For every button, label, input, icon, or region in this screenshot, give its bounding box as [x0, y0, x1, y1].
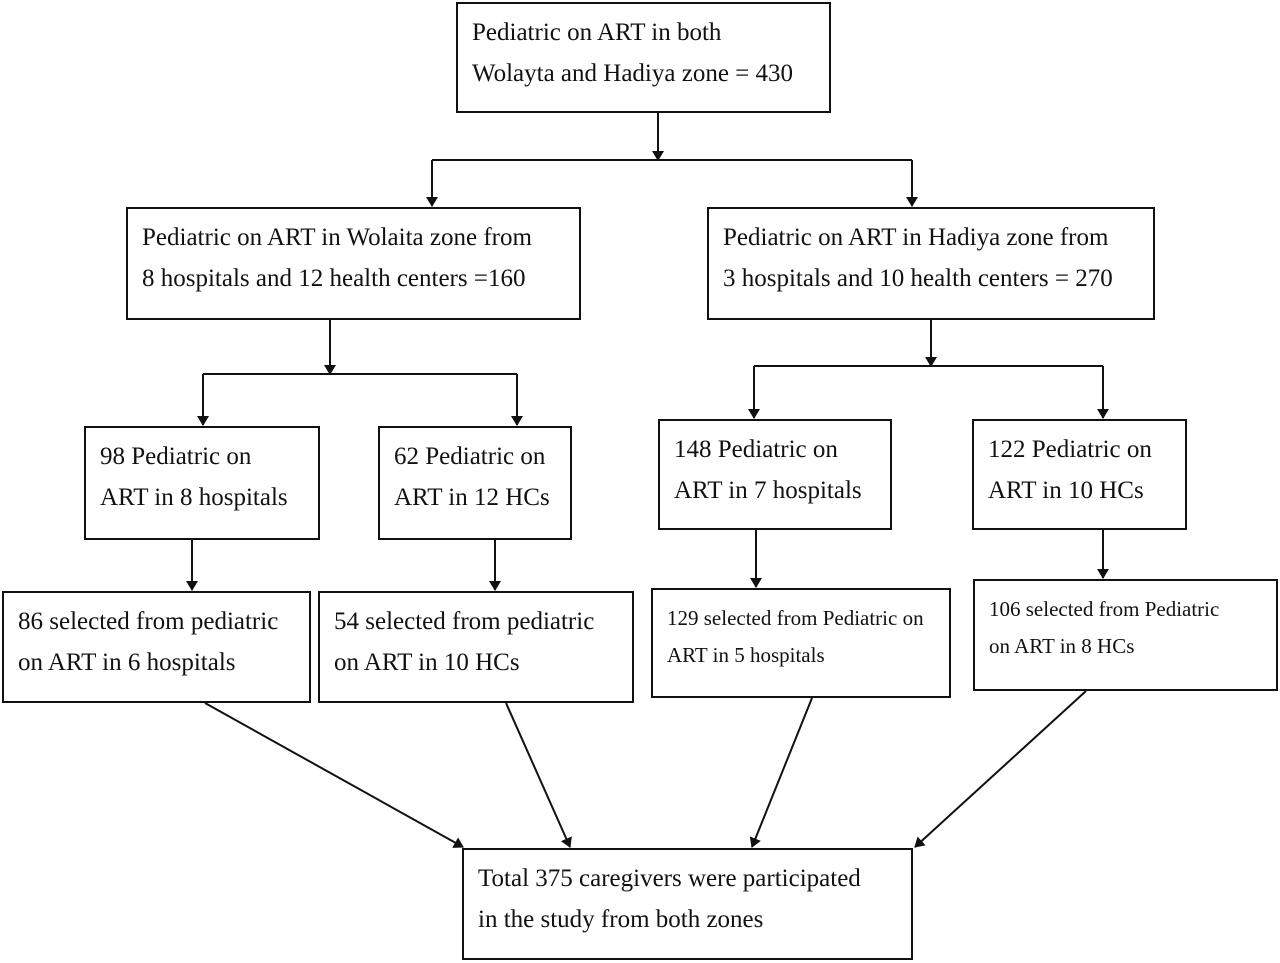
wolaita-hcs-line-1: 62 Pediatric on	[394, 443, 546, 470]
arrow-hadiya-hcs-selected-to-total	[914, 690, 1087, 848]
hadiya-zone-box: Pediatric on ART in Hadiya zone from 3 h…	[707, 207, 1155, 320]
wolaita-hcs-selected-line-1: 54 selected from pediatric	[334, 608, 595, 635]
hadiya-hcs-selected-box: 106 selected from Pediatric on ART in 8 …	[973, 579, 1278, 691]
wolaita-hcs-box: 62 Pediatric on ART in 12 HCs	[378, 426, 572, 540]
total-box: Total 375 caregivers were participated i…	[462, 848, 913, 960]
root-box: Pediatric on ART in both Wolayta and Had…	[456, 2, 831, 113]
hadiya-hcs-selected-line-1: 106 selected from Pediatric	[989, 597, 1220, 621]
root-line-2: Wolayta and Hadiya zone = 430	[472, 60, 794, 87]
wolaita-hospitals-selected-line-1: 86 selected from pediatric	[18, 608, 279, 635]
total-line-2: in the study from both zones	[478, 906, 764, 933]
wolaita-hcs-selected-box: 54 selected from pediatric on ART in 10 …	[318, 591, 634, 703]
wolaita-hcs-selected-line-2: on ART in 10 HCs	[334, 649, 520, 676]
wolaita-hospitals-line-1: 98 Pediatric on	[100, 443, 252, 470]
hadiya-hospitals-selected-line-2: ART in 5 hospitals	[667, 643, 825, 667]
hadiya-hcs-box: 122 Pediatric on ART in 10 HCs	[972, 419, 1187, 530]
root-line-1: Pediatric on ART in both	[472, 19, 722, 46]
hadiya-hospitals-selected-line-1: 129 selected from Pediatric on	[667, 606, 924, 630]
wolaita-hospitals-line-2: ART in 8 hospitals	[100, 484, 288, 511]
hadiya-hospitals-box: 148 Pediatric on ART in 7 hospitals	[658, 419, 892, 530]
arrow-wolaita-hospitals-selected-to-total	[204, 702, 464, 848]
hadiya-zone-line-2: 3 hospitals and 10 health centers = 270	[723, 265, 1113, 292]
hadiya-hcs-selected-line-2: on ART in 8 HCs	[989, 634, 1135, 658]
wolaita-hospitals-selected-line-2: on ART in 6 hospitals	[18, 649, 236, 676]
hadiya-hcs-line-1: 122 Pediatric on	[988, 436, 1152, 463]
wolaita-hospitals-box: 98 Pediatric on ART in 8 hospitals	[84, 426, 320, 540]
wolaita-hcs-line-2: ART in 12 HCs	[394, 484, 550, 511]
arrow-wolaita-hcs-selected-to-total	[505, 702, 572, 848]
hadiya-hospitals-selected-box: 129 selected from Pediatric on ART in 5 …	[651, 588, 951, 698]
wolaita-zone-line-2: 8 hospitals and 12 health centers =160	[142, 265, 526, 292]
arrow-hadiya-hospitals-selected-to-total	[749, 697, 813, 848]
wolaita-zone-box: Pediatric on ART in Wolaita zone from 8 …	[126, 207, 581, 320]
hadiya-zone-line-1: Pediatric on ART in Hadiya zone from	[723, 224, 1109, 251]
hadiya-hospitals-line-1: 148 Pediatric on	[674, 436, 838, 463]
hadiya-hcs-line-2: ART in 10 HCs	[988, 477, 1144, 504]
hadiya-hospitals-line-2: ART in 7 hospitals	[674, 477, 862, 504]
total-line-1: Total 375 caregivers were participated	[478, 865, 861, 892]
wolaita-hospitals-selected-box: 86 selected from pediatric on ART in 6 h…	[2, 591, 311, 703]
wolaita-zone-line-1: Pediatric on ART in Wolaita zone from	[142, 224, 532, 251]
